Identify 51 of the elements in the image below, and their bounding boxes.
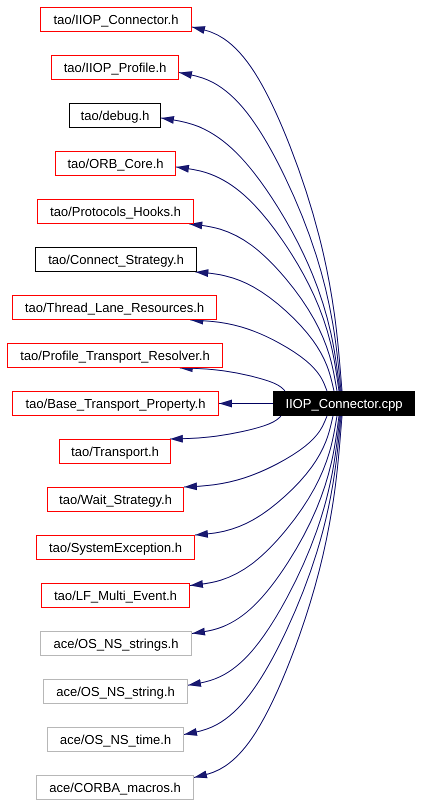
file-name: tao/Connect_Strategy.h: [48, 252, 184, 267]
dependency-arrow: [218, 400, 274, 408]
header-file-box: [36, 775, 194, 800]
dependency-arrow: [184, 416, 328, 490]
file-name: ace/CORBA_macros.h: [49, 780, 181, 795]
file-name: ace/OS_NS_time.h: [60, 732, 172, 747]
dependency-arrow: [192, 416, 340, 636]
header-file-box: [47, 487, 184, 512]
dependency-arrow: [194, 269, 334, 392]
file-name: tao/Profile_Transport_Resolver.h: [20, 348, 210, 363]
dependency-arrow: [176, 164, 340, 392]
file-name: tao/ORB_Core.h: [67, 156, 164, 171]
dependency-arrow: [188, 221, 338, 392]
file-name: tao/LF_Multi_Event.h: [54, 588, 177, 603]
header-file-box: [40, 631, 192, 656]
dependency-arrow: [194, 416, 334, 538]
file-name: tao/Base_Transport_Property.h: [26, 396, 206, 411]
dependency-arrow: [184, 416, 342, 736]
header-file-box: [59, 439, 171, 464]
file-name: tao/SystemException.h: [49, 540, 182, 555]
header-file-box: [69, 103, 161, 128]
dependency-arrow: [188, 416, 340, 687]
header-file-box: [47, 727, 184, 752]
file-name: ace/OS_NS_string.h: [56, 684, 175, 699]
dependency-arrow: [190, 416, 338, 588]
dependency-arrow: [178, 71, 342, 392]
dependency-arrow: [194, 416, 342, 778]
header-file-box: [12, 295, 217, 320]
dependency-arrow: [192, 26, 342, 392]
header-file-box: [36, 535, 195, 560]
file-name: tao/debug.h: [80, 108, 150, 123]
file-name: IIOP_Connector.cpp: [285, 396, 403, 411]
header-file-box: [12, 391, 219, 416]
header-file-box: [41, 583, 190, 608]
file-name: tao/Protocols_Hooks.h: [50, 204, 181, 219]
dependency-arrow: [160, 116, 340, 392]
source-file-box: [273, 391, 415, 416]
header-file-box: [35, 247, 197, 272]
file-name: tao/IIOP_Profile.h: [64, 60, 166, 75]
file-name: tao/Wait_Strategy.h: [59, 492, 172, 507]
file-name: ace/OS_NS_strings.h: [53, 636, 178, 651]
file-name: tao/Thread_Lane_Resources.h: [24, 300, 204, 315]
header-file-box: [37, 199, 194, 224]
header-file-box: [40, 7, 192, 32]
file-name: tao/IIOP_Connector.h: [53, 12, 179, 27]
file-name: tao/Transport.h: [71, 444, 159, 459]
header-file-box: [7, 343, 223, 368]
header-file-box: [55, 151, 176, 176]
header-file-box: [43, 679, 188, 704]
header-file-box: [51, 55, 179, 80]
dependency-arrow: [169, 416, 282, 443]
